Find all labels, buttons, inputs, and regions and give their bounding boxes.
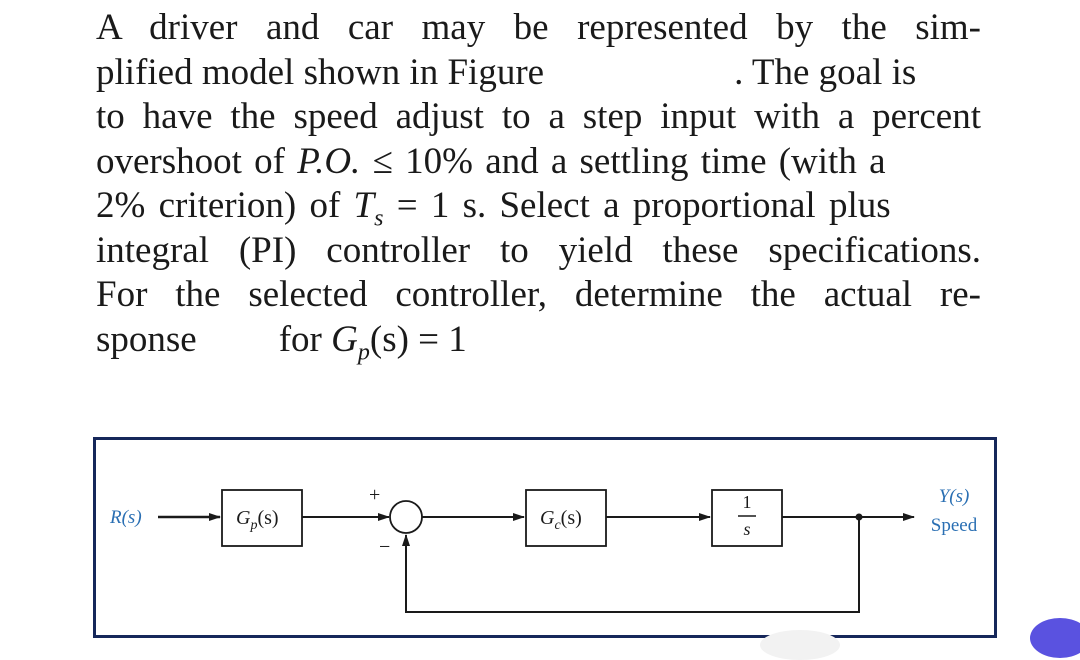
problem-line-4-suffix: ≤ 10% and a settling time (with a (360, 140, 886, 182)
controller-block (525, 489, 607, 547)
plus-sign: + (369, 484, 380, 506)
problem-line-8: sponse for Gp(s) = 1 (96, 318, 981, 365)
block-diagram: R(s) Gp(s) + − Gc(s) 1 s (109, 484, 978, 613)
problem-line-2-right: . The goal is (734, 51, 917, 93)
problem-line-8-rest: (s) = 1 (369, 318, 467, 360)
problem-line-4-prefix: overshoot of (96, 140, 298, 182)
summing-junction (389, 500, 423, 534)
problem-line-8-for: for (278, 318, 332, 360)
problem-line-7: For the selected controller, determine t… (96, 274, 981, 315)
integrator-numerator: 1 (743, 492, 752, 512)
integrator-block (711, 489, 783, 547)
problem-line-5-prefix: 2% criterion) of (96, 185, 354, 226)
corner-artifact-blue (1030, 618, 1080, 658)
problem-line-5-suffix: = 1 s. Select a proportional plus (383, 185, 891, 226)
problem-line-6: integral (PI) controller to yield these … (96, 229, 981, 271)
settling-time-symbol: T (353, 185, 375, 226)
plant-block-label: Gp(s) (236, 507, 279, 533)
minus-sign: − (379, 536, 390, 558)
controller-block-label: Gc(s) (540, 507, 582, 533)
corner-artifact (760, 630, 840, 660)
feedback-path (402, 517, 860, 613)
problem-line-2: plified model shown in Figure . The goal … (96, 51, 981, 96)
input-label: R(s) (109, 507, 142, 528)
problem-text: A driver and car may be represented by t… (96, 6, 981, 365)
percent-overshoot-symbol: P.O. (297, 140, 361, 182)
problem-line-2-left: plified model shown in Figure (96, 51, 545, 93)
problem-line-5: 2% criterion) of Ts = 1 s. Select a prop… (96, 184, 981, 232)
plant-g-subscript: p (357, 338, 370, 365)
problem-line-4: overshoot of P.O. ≤ 10% and a settling t… (96, 140, 981, 185)
plant-block (221, 489, 303, 547)
plant-g-symbol: G (331, 318, 358, 360)
output-sublabel: Speed (931, 515, 978, 536)
problem-line-1: A driver and car may be represented by t… (96, 7, 981, 48)
problem-line-3: to have the speed adjust to a step input… (96, 96, 981, 137)
settling-time-subscript: s (374, 205, 384, 232)
output-label: Y(s) (939, 486, 970, 507)
block-diagram-frame: R(s) Gp(s) + − Gc(s) 1 s (93, 437, 997, 638)
integrator-denominator: s (743, 519, 750, 539)
problem-line-8-left: sponse (96, 318, 197, 360)
